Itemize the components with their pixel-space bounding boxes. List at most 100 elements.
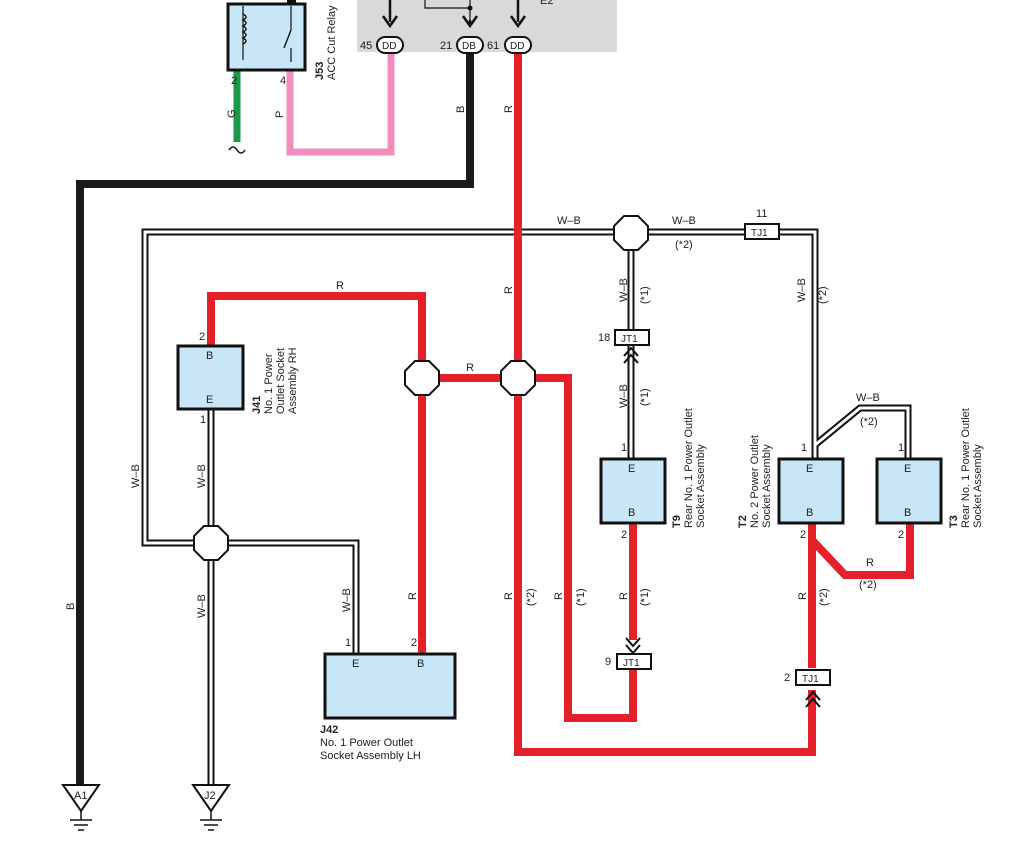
label-note1-t9-upper: (*1) [639, 286, 651, 304]
label-wb-t2: W–B [796, 278, 808, 302]
j41-line3: Assembly RH [287, 347, 299, 414]
t9-terminal-e: E [628, 463, 635, 475]
wire-b-black [76, 52, 474, 790]
j41-code: J41 [251, 396, 263, 414]
label-wb-j2: W–B [196, 594, 208, 618]
t9-terminal-b: B [628, 507, 635, 519]
t9-pin-top: 1 [621, 442, 627, 454]
svg-text:45: 45 [360, 40, 372, 52]
label-note2-top: (*2) [675, 239, 693, 251]
label-note2-t3-lower: (*2) [859, 579, 877, 591]
t2-line1: No. 2 Power Outlet [749, 435, 761, 528]
connector-jt1-9: JT1 9 [605, 637, 652, 670]
component-t2 [777, 457, 845, 525]
connector-tj1-11: TJ1 11 [744, 208, 780, 240]
relay-name: ACC Cut Relay [326, 5, 338, 80]
t2-line2: Socket Assembly [761, 444, 773, 528]
component-t9 [599, 457, 667, 525]
label-note2-t2-down: (*2) [818, 588, 830, 606]
relay-wire-g: G [226, 109, 238, 118]
j41-pin-top: 2 [199, 331, 205, 343]
ground-a1: A1 [61, 784, 101, 831]
label-wb-t3: W–B [856, 392, 880, 404]
j41-line2: Outlet Socket [275, 348, 287, 414]
t3-terminal-e: E [904, 463, 911, 475]
t3-line1: Rear No. 1 Power Outlet [960, 408, 972, 528]
relay-wire-p: P [274, 111, 286, 118]
component-j42 [323, 652, 457, 720]
component-t3 [875, 457, 943, 525]
label-wb-top: W–B [557, 215, 581, 227]
acc-cut-relay [226, 0, 307, 72]
label-r-t2-down: R [797, 592, 809, 600]
relay-code: J53 [314, 62, 326, 80]
t3-pin-top: 1 [898, 442, 904, 454]
svg-text:11: 11 [756, 208, 767, 220]
svg-text:18: 18 [598, 332, 610, 344]
svg-text:TJ1: TJ1 [802, 674, 819, 685]
label-wb-j42: W–B [341, 588, 353, 612]
label-note2-t2: (*2) [817, 286, 829, 304]
j42-terminal-e: E [352, 658, 359, 670]
svg-text:9: 9 [605, 656, 611, 668]
j41-terminal-b: B [206, 350, 213, 362]
t2-pin-top: 1 [801, 442, 807, 454]
junction-left-wb [193, 525, 229, 561]
label-r-t3: R [866, 557, 874, 569]
t9-line1: Rear No. 1 Power Outlet [683, 408, 695, 528]
j41-line1: No. 1 Power [263, 353, 275, 414]
ecu-terminal-45: 45 DD [360, 36, 404, 54]
label-wb-j41: W–B [196, 464, 208, 488]
label-r-t9-down: R [618, 592, 630, 600]
label-r-vertical: R [503, 286, 515, 294]
label-note1-t9-down: (*1) [639, 588, 651, 606]
label-r-top: R [336, 280, 344, 292]
j42-pin-left: 1 [345, 637, 351, 649]
j42-terminal-b: B [417, 658, 424, 670]
label-r-j42: R [407, 592, 419, 600]
label-wb-t9-lower: W–B [618, 384, 630, 408]
t3-code: T3 [948, 515, 960, 528]
label-note1-t9-branch: (*1) [575, 588, 587, 606]
t3-line2: Socket Assembly [972, 444, 984, 528]
j42-code: J42 [320, 724, 338, 736]
svg-text:2: 2 [784, 672, 790, 684]
svg-text:A1: A1 [74, 790, 87, 802]
t3-terminal-b: B [904, 507, 911, 519]
label-wb-top-right: W–B [672, 215, 696, 227]
j42-pin-right: 2 [411, 637, 417, 649]
t9-code: T9 [671, 515, 683, 528]
svg-text:JT1: JT1 [621, 334, 638, 345]
t2-terminal-b: B [806, 507, 813, 519]
svg-text:TJ1: TJ1 [751, 228, 768, 239]
svg-text:JT1: JT1 [623, 658, 640, 669]
t2-terminal-e: E [806, 463, 813, 475]
t2-code: T2 [737, 515, 749, 528]
connector-jt1-18: JT1 18 [598, 329, 650, 364]
ground-j2: J2 [191, 784, 231, 831]
label-b-ecu: B [455, 106, 467, 113]
label-b-left: B [65, 603, 77, 610]
label-r-t9-branch: R [553, 592, 565, 600]
j42-line2: Socket Assembly LH [320, 750, 421, 762]
label-r-ecu: R [503, 105, 515, 113]
svg-text:61: 61 [487, 40, 499, 52]
svg-text:DB: DB [462, 41, 476, 52]
junction-top [613, 215, 649, 251]
t9-pin-bottom: 2 [621, 529, 627, 541]
label-r-mid: R [466, 362, 474, 374]
j41-pin-bottom: 1 [200, 414, 206, 426]
ecu-partial-text: E2 [540, 0, 553, 7]
ecu-terminal-21: 21 DB [440, 36, 484, 54]
j42-line1: No. 1 Power Outlet [320, 737, 413, 749]
component-j41 [176, 344, 245, 411]
label-r-lower: R [503, 592, 515, 600]
ecu-terminal-61: 61 DD [487, 36, 532, 54]
connector-tj1-2: TJ1 2 [784, 669, 831, 708]
relay-pin-right: 4 [280, 75, 286, 87]
junction-center-red [500, 360, 536, 396]
label-wb-t9-upper: W–B [618, 278, 630, 302]
relay-pin-left: 2 [231, 75, 237, 87]
svg-text:21: 21 [440, 40, 452, 52]
